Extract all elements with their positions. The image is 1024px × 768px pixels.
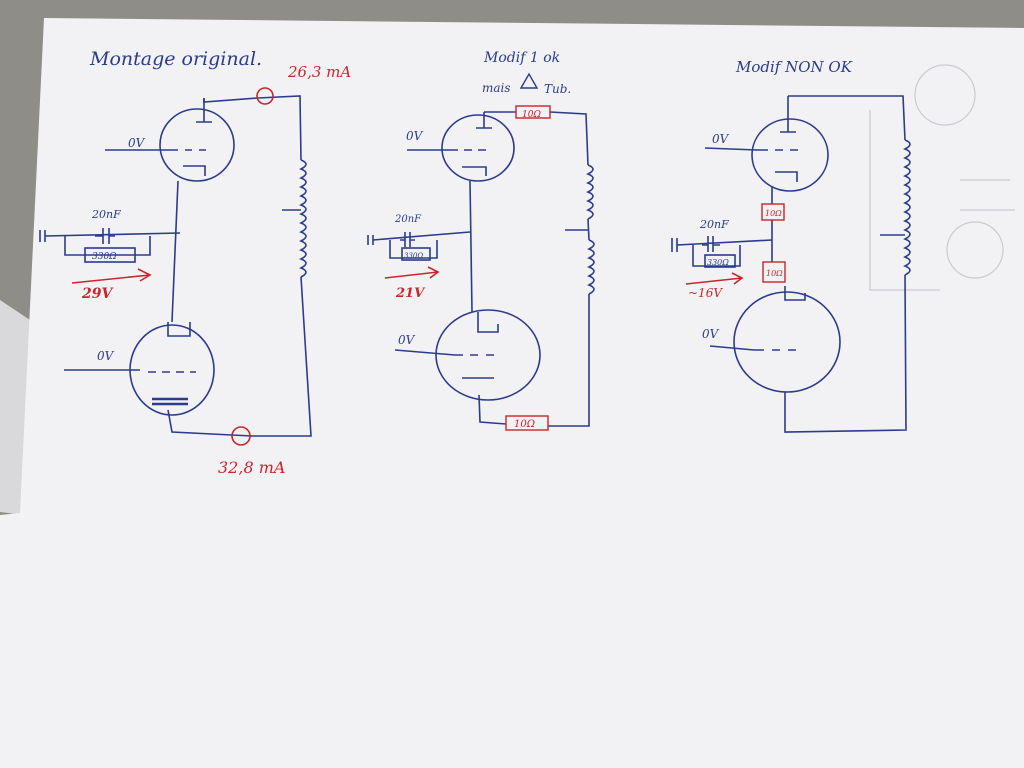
output-coil bbox=[299, 159, 307, 278]
lower-coil bbox=[587, 239, 595, 295]
upper-coil bbox=[586, 164, 594, 220]
capacitor-symbol bbox=[400, 232, 415, 247]
capacitor-symbol bbox=[702, 236, 720, 252]
bleed-through bbox=[869, 64, 1015, 291]
resistor-box bbox=[401, 247, 431, 261]
return-wire bbox=[167, 276, 312, 437]
voltage-arrow bbox=[685, 272, 744, 285]
resistor-box bbox=[84, 247, 136, 263]
capacitor-label: 20nF bbox=[394, 214, 422, 225]
title-modif1-line3: Tub. bbox=[544, 82, 571, 96]
top-wire bbox=[788, 95, 906, 141]
top-grid-label: 0V bbox=[712, 132, 730, 146]
bottom-tube-plate bbox=[477, 312, 499, 333]
resistor-label: 330Ω bbox=[707, 258, 729, 267]
upper-resistor-label: 10Ω bbox=[765, 209, 782, 218]
bottom-tube-envelope bbox=[733, 291, 841, 393]
bypass-loop bbox=[692, 245, 741, 267]
ground-bus bbox=[367, 231, 471, 245]
top-resistor-label: 10Ω bbox=[522, 110, 541, 120]
voltage-label: 29V bbox=[81, 286, 114, 302]
bottom-grid-label: 0V bbox=[97, 349, 115, 363]
top-tube-cathode bbox=[183, 165, 206, 176]
top-tube-envelope bbox=[441, 114, 515, 182]
top-grid-label: 0V bbox=[128, 136, 146, 150]
bottom-tube-envelope bbox=[435, 309, 541, 401]
voltage-arrow bbox=[71, 268, 152, 284]
middle-link-wire bbox=[469, 180, 473, 313]
resistor-label: 330Ω bbox=[92, 252, 117, 262]
title-modif1-line1: Modif 1 ok bbox=[483, 50, 560, 66]
voltage-arrow bbox=[384, 266, 440, 279]
bottom-tube-cathode bbox=[152, 397, 188, 406]
lower-resistor-label: 10Ω bbox=[766, 269, 783, 278]
capacitor-label: 20nF bbox=[91, 208, 121, 221]
title-modif1-line2: mais bbox=[482, 81, 511, 95]
probe-circle-bottom bbox=[231, 426, 251, 446]
bottom-grid-label: 0V bbox=[702, 327, 720, 341]
ground-bus bbox=[671, 238, 773, 252]
top-tube-cathode bbox=[462, 166, 487, 176]
title-original: Montage original. bbox=[89, 48, 262, 70]
top-grid-lead bbox=[704, 147, 758, 151]
bypass-loop bbox=[389, 240, 438, 259]
top-tube-envelope bbox=[159, 108, 235, 182]
title-modif2: Modif NON OK bbox=[735, 58, 853, 76]
warning-triangle-icon bbox=[519, 72, 539, 89]
bottom-grid-lead bbox=[709, 345, 755, 351]
circuit-modif1: Modif 1 ok mais Tub. bbox=[367, 50, 595, 431]
top-tube-plate bbox=[476, 112, 492, 129]
capacitor-symbol bbox=[95, 228, 115, 244]
bottom-grid-lead bbox=[394, 349, 456, 356]
bypass-loop bbox=[64, 236, 151, 256]
resistor-box bbox=[704, 254, 736, 268]
current-bottom-label: 32,8 mA bbox=[218, 458, 285, 477]
top-grid-label: 0V bbox=[406, 129, 424, 143]
ground-bus bbox=[39, 230, 181, 242]
top-wire bbox=[484, 111, 589, 166]
top-tube-envelope bbox=[751, 118, 829, 192]
resistor-top-box bbox=[515, 105, 551, 119]
voltage-label: ~16V bbox=[688, 286, 723, 300]
upper-resistor-box bbox=[761, 203, 785, 221]
probe-circle-top bbox=[256, 87, 274, 105]
bottom-tube-plate bbox=[167, 322, 191, 337]
top-tube-cathode bbox=[775, 171, 798, 182]
resistor-bottom-box bbox=[505, 415, 549, 431]
voltage-label: 21V bbox=[395, 286, 426, 301]
paper-sheet bbox=[0, 18, 1024, 768]
bottom-grid-label: 0V bbox=[398, 333, 416, 347]
resistor-label: 330Ω bbox=[404, 252, 423, 260]
capacitor-label: 20nF bbox=[699, 218, 729, 231]
return-wire bbox=[784, 274, 907, 433]
circuit-original: Montage original. 26,3 mA 32,8 mA bbox=[39, 48, 351, 477]
middle-link-wire bbox=[171, 180, 179, 323]
bottom-resistor-label: 10Ω bbox=[514, 419, 535, 430]
lower-resistor-box bbox=[762, 261, 786, 283]
circuit-modif2: Modif NON OK 0V 0V 20nF 330Ω bbox=[671, 58, 911, 433]
under-sheet bbox=[0, 300, 30, 515]
return-wire bbox=[478, 294, 590, 427]
current-top-label: 26,3 mA bbox=[287, 63, 351, 81]
top-tube-plate bbox=[780, 96, 796, 133]
bottom-tube-plate bbox=[784, 286, 806, 301]
output-coil bbox=[903, 139, 911, 276]
